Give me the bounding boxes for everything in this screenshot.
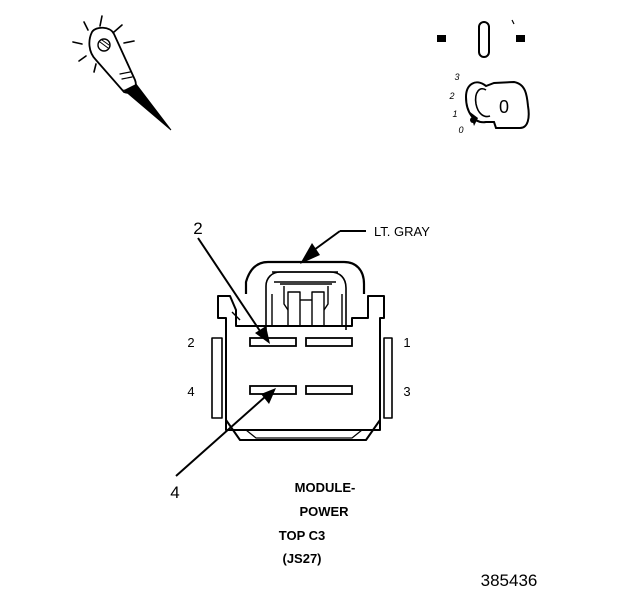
pin-label-3: 3 [403,384,410,399]
connector-housing [217,295,385,431]
callout-2-number: 2 [193,219,202,238]
ignition-key [464,80,530,129]
terminals [249,337,353,395]
pin-label-1: 1 [403,335,410,350]
figure-number: 385436 [481,571,538,590]
ignition-pos-2: 2 [448,91,454,101]
callout-2 [197,237,270,344]
callout-4-number: 4 [170,483,179,502]
connector-color-label: LT. GRAY [374,224,430,239]
callout-4 [175,388,276,477]
color-leader [300,230,366,264]
caption-line-3: TOP C3 [279,528,325,543]
caption-line-4: (JS27) [282,551,321,566]
callout-2-arrowhead [255,326,270,344]
latch [271,271,343,327]
indicator-left [437,35,446,42]
pin-label-2: 2 [187,335,194,350]
terminal-2 [249,337,297,347]
ignition-key-label: 0 [499,97,509,117]
ignition-pos-0: 0 [458,125,463,135]
caption-line-1: MODULE- [295,480,356,495]
callout-4-arrowhead [261,388,276,404]
lock-arch [244,260,366,294]
key-slot [478,21,490,58]
leader-arrowhead [300,243,320,264]
connector-face [211,260,393,441]
terminal-1 [305,337,353,347]
terminal-3 [305,385,353,395]
side-rib-left [211,337,223,419]
ignition-switch-icon: 0 3 2 1 0 [437,19,530,135]
ignition-pos-1: 1 [452,109,457,119]
side-rib-right [383,337,393,419]
indicator-right [516,35,525,42]
pin-label-4: 4 [187,384,194,399]
test-probe-icon [72,15,172,131]
caption-line-2: POWER [299,504,349,519]
ignition-pos-3: 3 [454,72,459,82]
